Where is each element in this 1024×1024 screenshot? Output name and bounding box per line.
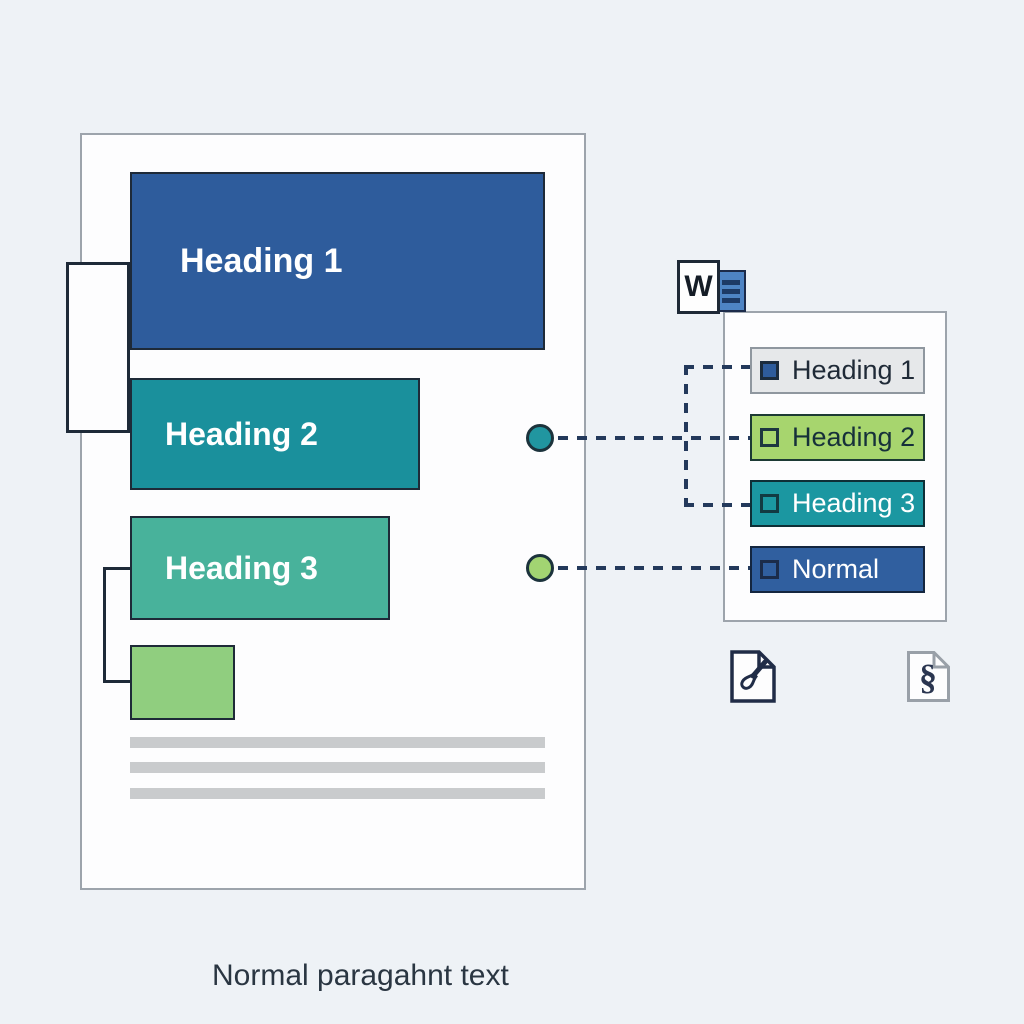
- style-item-heading2[interactable]: Heading 2: [750, 414, 925, 461]
- placeholder-line: [130, 788, 545, 799]
- word-letter-w: W: [677, 260, 720, 314]
- format-painter-document-icon: [728, 648, 778, 710]
- style-swatch-icon: [760, 428, 779, 447]
- style-item-label: Normal: [792, 554, 880, 584]
- dashed-connector-vertical: [684, 365, 688, 507]
- styles-panel: Heading 1 Heading 2 Heading 3 Normal: [723, 311, 947, 622]
- style-item-label: Heading 1: [792, 355, 916, 385]
- section-symbol-document-icon: §: [905, 649, 952, 709]
- heading1-block: Heading 1: [130, 172, 545, 350]
- style-swatch-icon: [760, 361, 779, 380]
- dashed-connector-heading2: [558, 436, 750, 440]
- normal-paragraph-text: Normal paragahnt text: [212, 959, 509, 992]
- teal-connector-dot: [526, 424, 554, 452]
- style-item-label: Heading 2: [792, 422, 916, 452]
- style-item-heading3[interactable]: Heading 3: [750, 480, 925, 527]
- heading1-label: Heading 1: [180, 241, 343, 280]
- style-item-normal[interactable]: Normal: [750, 546, 925, 593]
- green-connector-dot: [526, 554, 554, 582]
- body-text-block: [130, 645, 235, 720]
- word-document-lines-icon: [716, 270, 746, 312]
- style-swatch-icon: [760, 560, 779, 579]
- placeholder-line: [130, 737, 545, 748]
- placeholder-line: [130, 762, 545, 773]
- style-item-heading1[interactable]: Heading 1: [750, 347, 925, 394]
- heading3-body-bracket: [103, 567, 131, 683]
- heading3-block: Heading 3: [130, 516, 390, 620]
- dashed-connector-heading1: [684, 365, 750, 369]
- heading2-block: Heading 2: [130, 378, 420, 490]
- dashed-connector-normal: [558, 566, 750, 570]
- style-swatch-icon: [760, 494, 779, 513]
- dashed-connector-heading3: [684, 503, 750, 507]
- heading2-label: Heading 2: [165, 415, 318, 452]
- section-glyph: §: [919, 657, 937, 697]
- heading1-heading2-bracket: [66, 262, 130, 433]
- style-item-label: Heading 3: [792, 488, 916, 518]
- heading3-label: Heading 3: [165, 549, 318, 586]
